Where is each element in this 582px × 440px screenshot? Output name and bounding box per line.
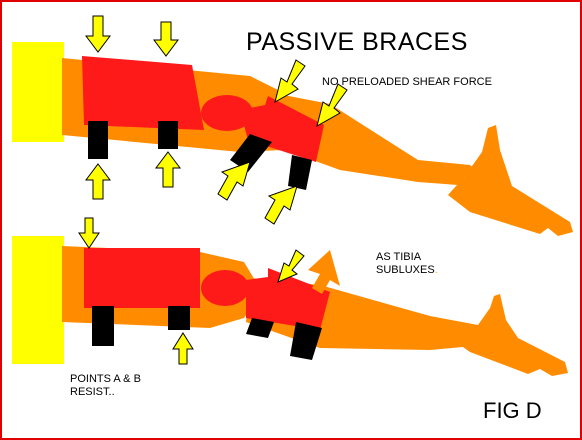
- bottom-force-arrow-down: [79, 218, 99, 248]
- bottom-foot: [460, 294, 568, 376]
- top-thigh-strap-a: [88, 121, 108, 159]
- bottom-knee-hinge: [201, 270, 249, 306]
- bottom-hip-block: [12, 236, 64, 364]
- subluxation-annotation-text: SUBLUXES: [376, 264, 435, 276]
- figure-label: FIG D: [483, 398, 542, 424]
- top-thigh-strap-b: [158, 121, 178, 149]
- subluxation-arrow: [308, 250, 340, 294]
- points-annotation-line2: RESIST..: [70, 386, 141, 399]
- bottom-leg-figure: [12, 218, 568, 376]
- subluxation-annotation-line2: SUBLUXES.: [376, 264, 438, 277]
- subluxation-annotation-dot: .: [435, 264, 438, 276]
- bottom-thigh-strap-a: [92, 306, 114, 346]
- points-annotation: POINTS A & B RESIST..: [70, 373, 141, 399]
- top-force-arrow-down-2: [154, 22, 178, 56]
- top-annotation: NO PRELOADED SHEAR FORCE: [322, 76, 492, 88]
- top-force-arrow-up-1: [86, 164, 110, 199]
- top-hip-block: [12, 42, 64, 142]
- top-shank-strap-b: [288, 155, 312, 190]
- top-force-arrow-diag-3: [218, 162, 250, 200]
- bottom-force-arrow-up: [173, 333, 193, 364]
- top-force-arrow-up-2: [156, 152, 180, 187]
- figure-title: PASSIVE BRACES: [246, 28, 468, 57]
- top-thigh-cuff: [82, 56, 204, 130]
- top-force-arrow-down-1: [86, 16, 110, 52]
- points-annotation-line1: POINTS A & B: [70, 373, 141, 386]
- subluxation-annotation: AS TIBIA SUBLUXES.: [376, 251, 438, 277]
- top-force-arrow-diag-1: [275, 60, 305, 102]
- bottom-thigh-strap-b: [168, 306, 190, 330]
- top-force-arrow-diag-4: [265, 186, 297, 224]
- bottom-thigh-cuff: [84, 248, 200, 308]
- subluxation-annotation-line1: AS TIBIA: [376, 251, 438, 264]
- top-foot: [448, 125, 573, 236]
